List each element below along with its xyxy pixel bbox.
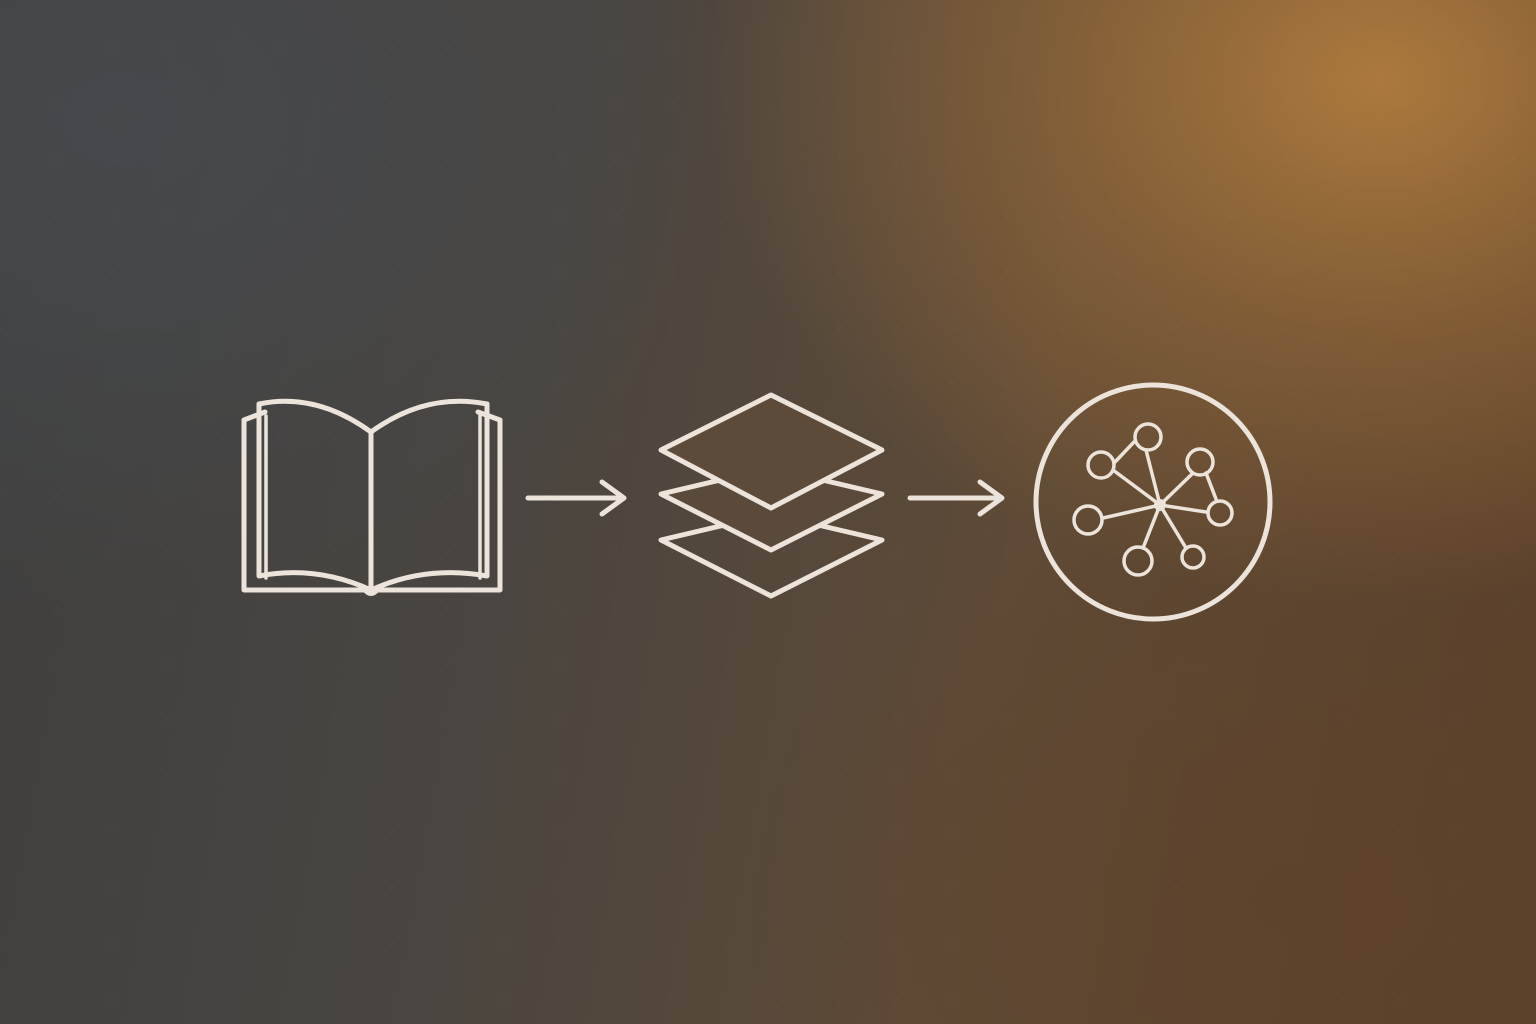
stacked-layers-icon — [658, 392, 885, 599]
open-book-icon — [241, 398, 503, 596]
network-graph-circle-icon — [1033, 382, 1273, 622]
arrow-right-icon — [907, 479, 1005, 517]
arrow-right-icon — [525, 479, 627, 517]
